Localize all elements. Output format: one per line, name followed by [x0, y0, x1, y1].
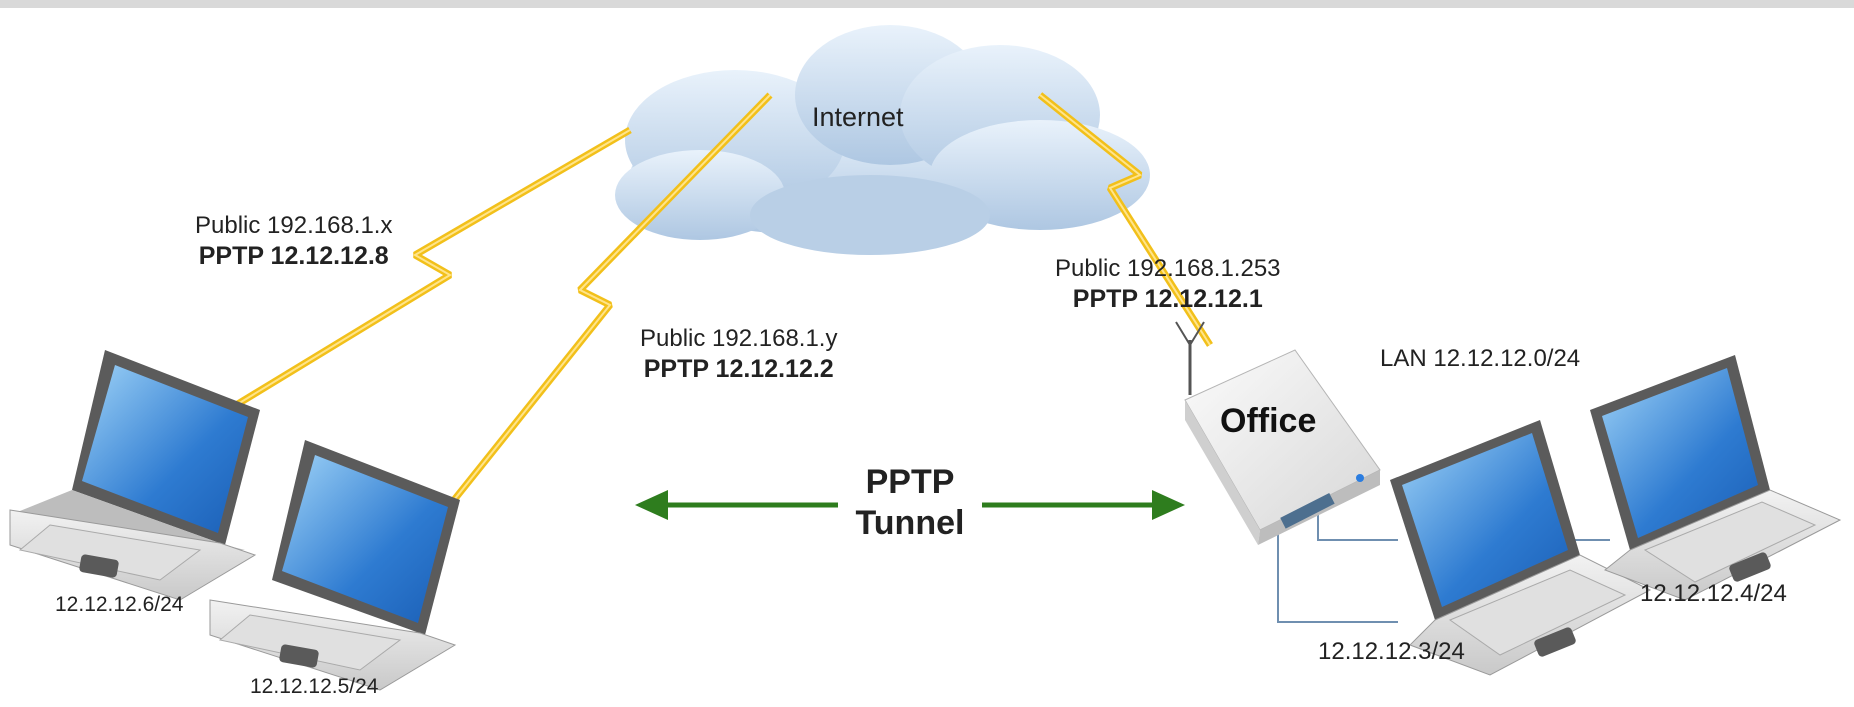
- wan-link-router: [1037, 92, 1213, 347]
- client1-pptp-ip: PPTP 12.12.12.8: [198, 241, 389, 270]
- client2-lan-ip: 12.12.12.5/24: [250, 675, 379, 698]
- office-router-icon: [1175, 321, 1381, 545]
- tunnel-label-line2: Tunnel: [855, 503, 965, 542]
- laptop-client1-icon: [9, 350, 260, 601]
- router-pptp-ip: PPTP 12.12.12.1: [1072, 284, 1263, 313]
- client2-pptp-ip: PPTP 12.12.12.2: [643, 354, 834, 383]
- office-label: Office: [1220, 402, 1317, 440]
- router-public-ip: Public 192.168.1.253: [1055, 255, 1281, 282]
- wan-link-client1: [193, 126, 632, 433]
- lan-host1-ip: 12.12.12.3/24: [1318, 638, 1465, 665]
- client1-lan-ip: 12.12.12.6/24: [55, 593, 184, 616]
- internet-label: Internet: [812, 102, 904, 132]
- laptop-client2-icon: [209, 440, 460, 691]
- router-address-label: Public 192.168.1.253 PPTP 12.12.12.1: [1055, 255, 1281, 314]
- laptop-lan-host2-icon: [1590, 355, 1842, 601]
- lan-subnet-label: LAN 12.12.12.0/24: [1380, 345, 1581, 372]
- client2-public-ip: Public 192.168.1.y: [640, 325, 838, 352]
- tunnel-label-line1: PPTP: [865, 463, 955, 501]
- laptop-lan-host1-icon: [1390, 420, 1652, 676]
- wan-link-client2: [447, 92, 773, 508]
- client1-address-label: Public 192.168.1.x PPTP 12.12.12.8: [195, 212, 392, 271]
- internet-cloud-icon: [615, 25, 1150, 255]
- pptp-tunnel-arrow: [635, 490, 1185, 520]
- client1-public-ip: Public 192.168.1.x: [195, 212, 393, 239]
- lan-host2-ip: 12.12.12.4/24: [1640, 580, 1787, 607]
- client2-address-label: Public 192.168.1.y PPTP 12.12.12.2: [640, 325, 837, 384]
- pptp-tunnel-label: PPTP Tunnel: [842, 462, 978, 544]
